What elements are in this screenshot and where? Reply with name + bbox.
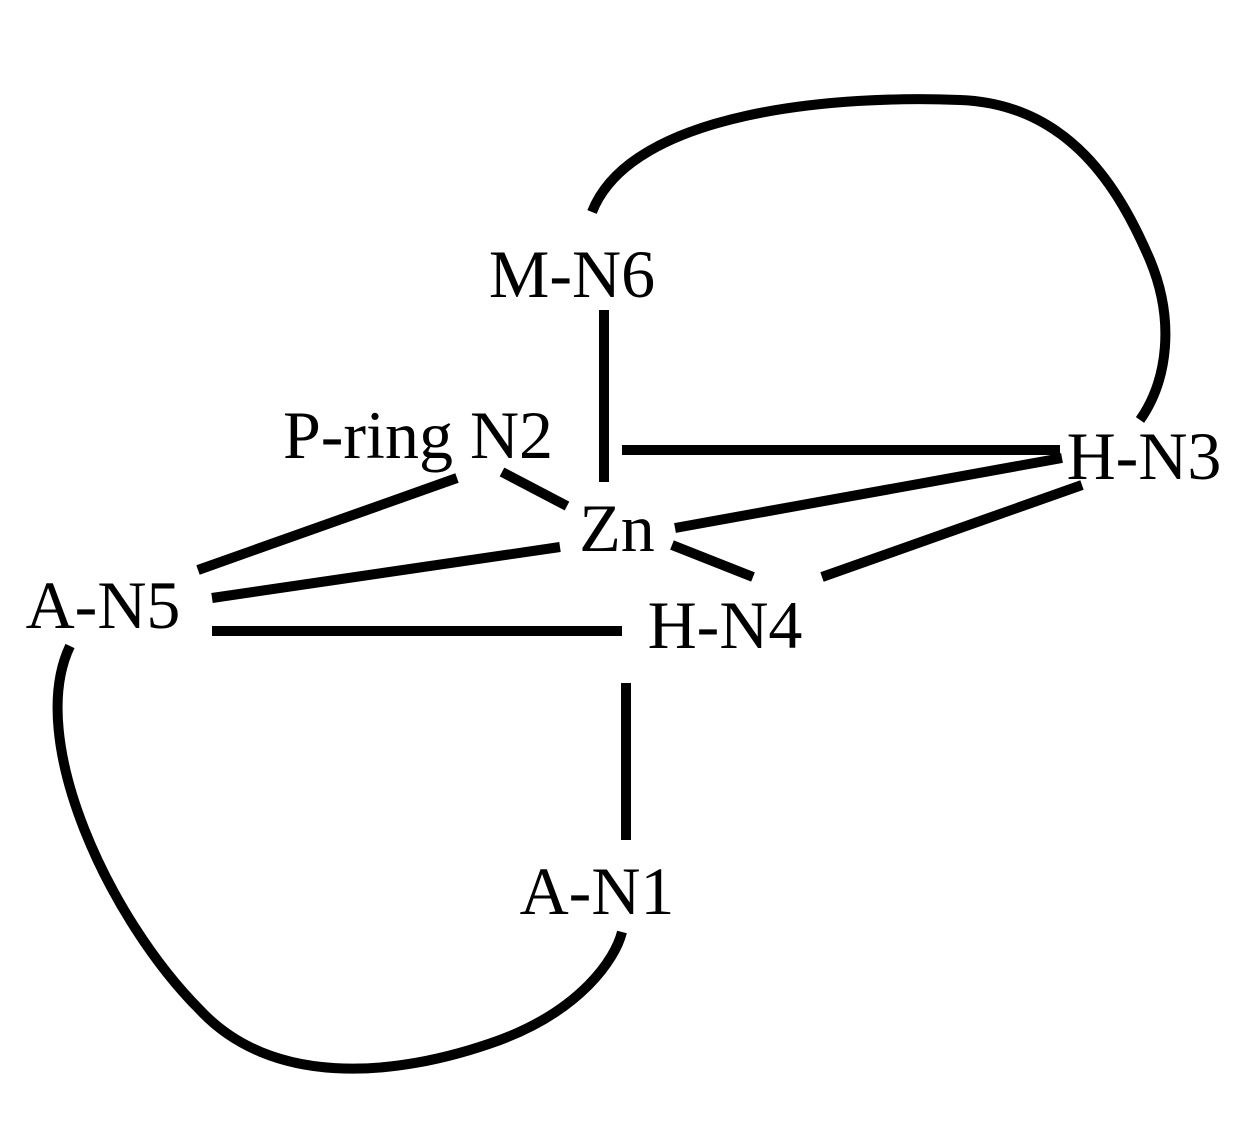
bond-n2-zn (499, 467, 570, 511)
bond-zn-an5 (211, 542, 561, 603)
node-label-a-n1: A-N1 (520, 853, 675, 929)
bond-hn3-hn4 (820, 480, 1084, 582)
loop-mn6-hn3 (587, 94, 1171, 423)
bond-zn-hn3-diagonal (674, 453, 1063, 533)
loop-an5-an1 (52, 643, 627, 1074)
node-labels: M-N6 P-ring N2 H-N3 Zn A-N5 H-N4 A-N1 (26, 236, 1222, 929)
node-label-h-n3: H-N3 (1067, 418, 1222, 494)
node-label-a-n5: A-N5 (26, 567, 181, 643)
node-label-zn: Zn (579, 490, 655, 566)
node-label-m-n6: M-N6 (489, 236, 655, 312)
node-label-p-ring-n2: P-ring N2 (283, 397, 553, 473)
bond-n2-an5 (196, 473, 459, 575)
bond-lines (52, 94, 1171, 1074)
node-label-h-n4: H-N4 (648, 587, 803, 663)
bond-zn-hn4 (670, 540, 755, 582)
